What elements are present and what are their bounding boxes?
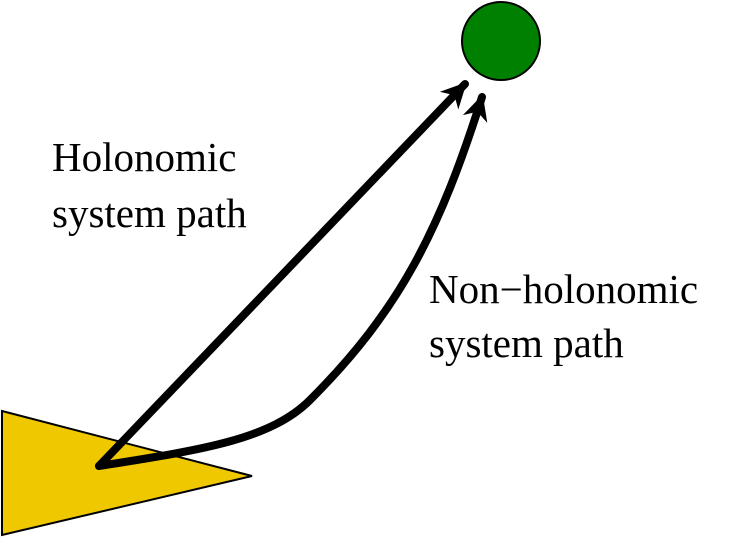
non-holonomic-label: Non−holonomic system path (429, 266, 708, 366)
holonomic-label-line1: Holonomic (52, 134, 236, 180)
non-holonomic-label-line2: system path (429, 320, 624, 366)
holonomic-label-line2: system path (52, 190, 247, 236)
holonomic-label: Holonomic system path (52, 134, 247, 236)
holonomic-path-arrow (95, 80, 469, 470)
robot-triangle-icon (0, 409, 253, 537)
goal-circle-icon (461, 1, 541, 81)
non-holonomic-path-arrow (95, 93, 488, 470)
non-holonomic-label-line1: Non−holonomic (429, 266, 698, 312)
